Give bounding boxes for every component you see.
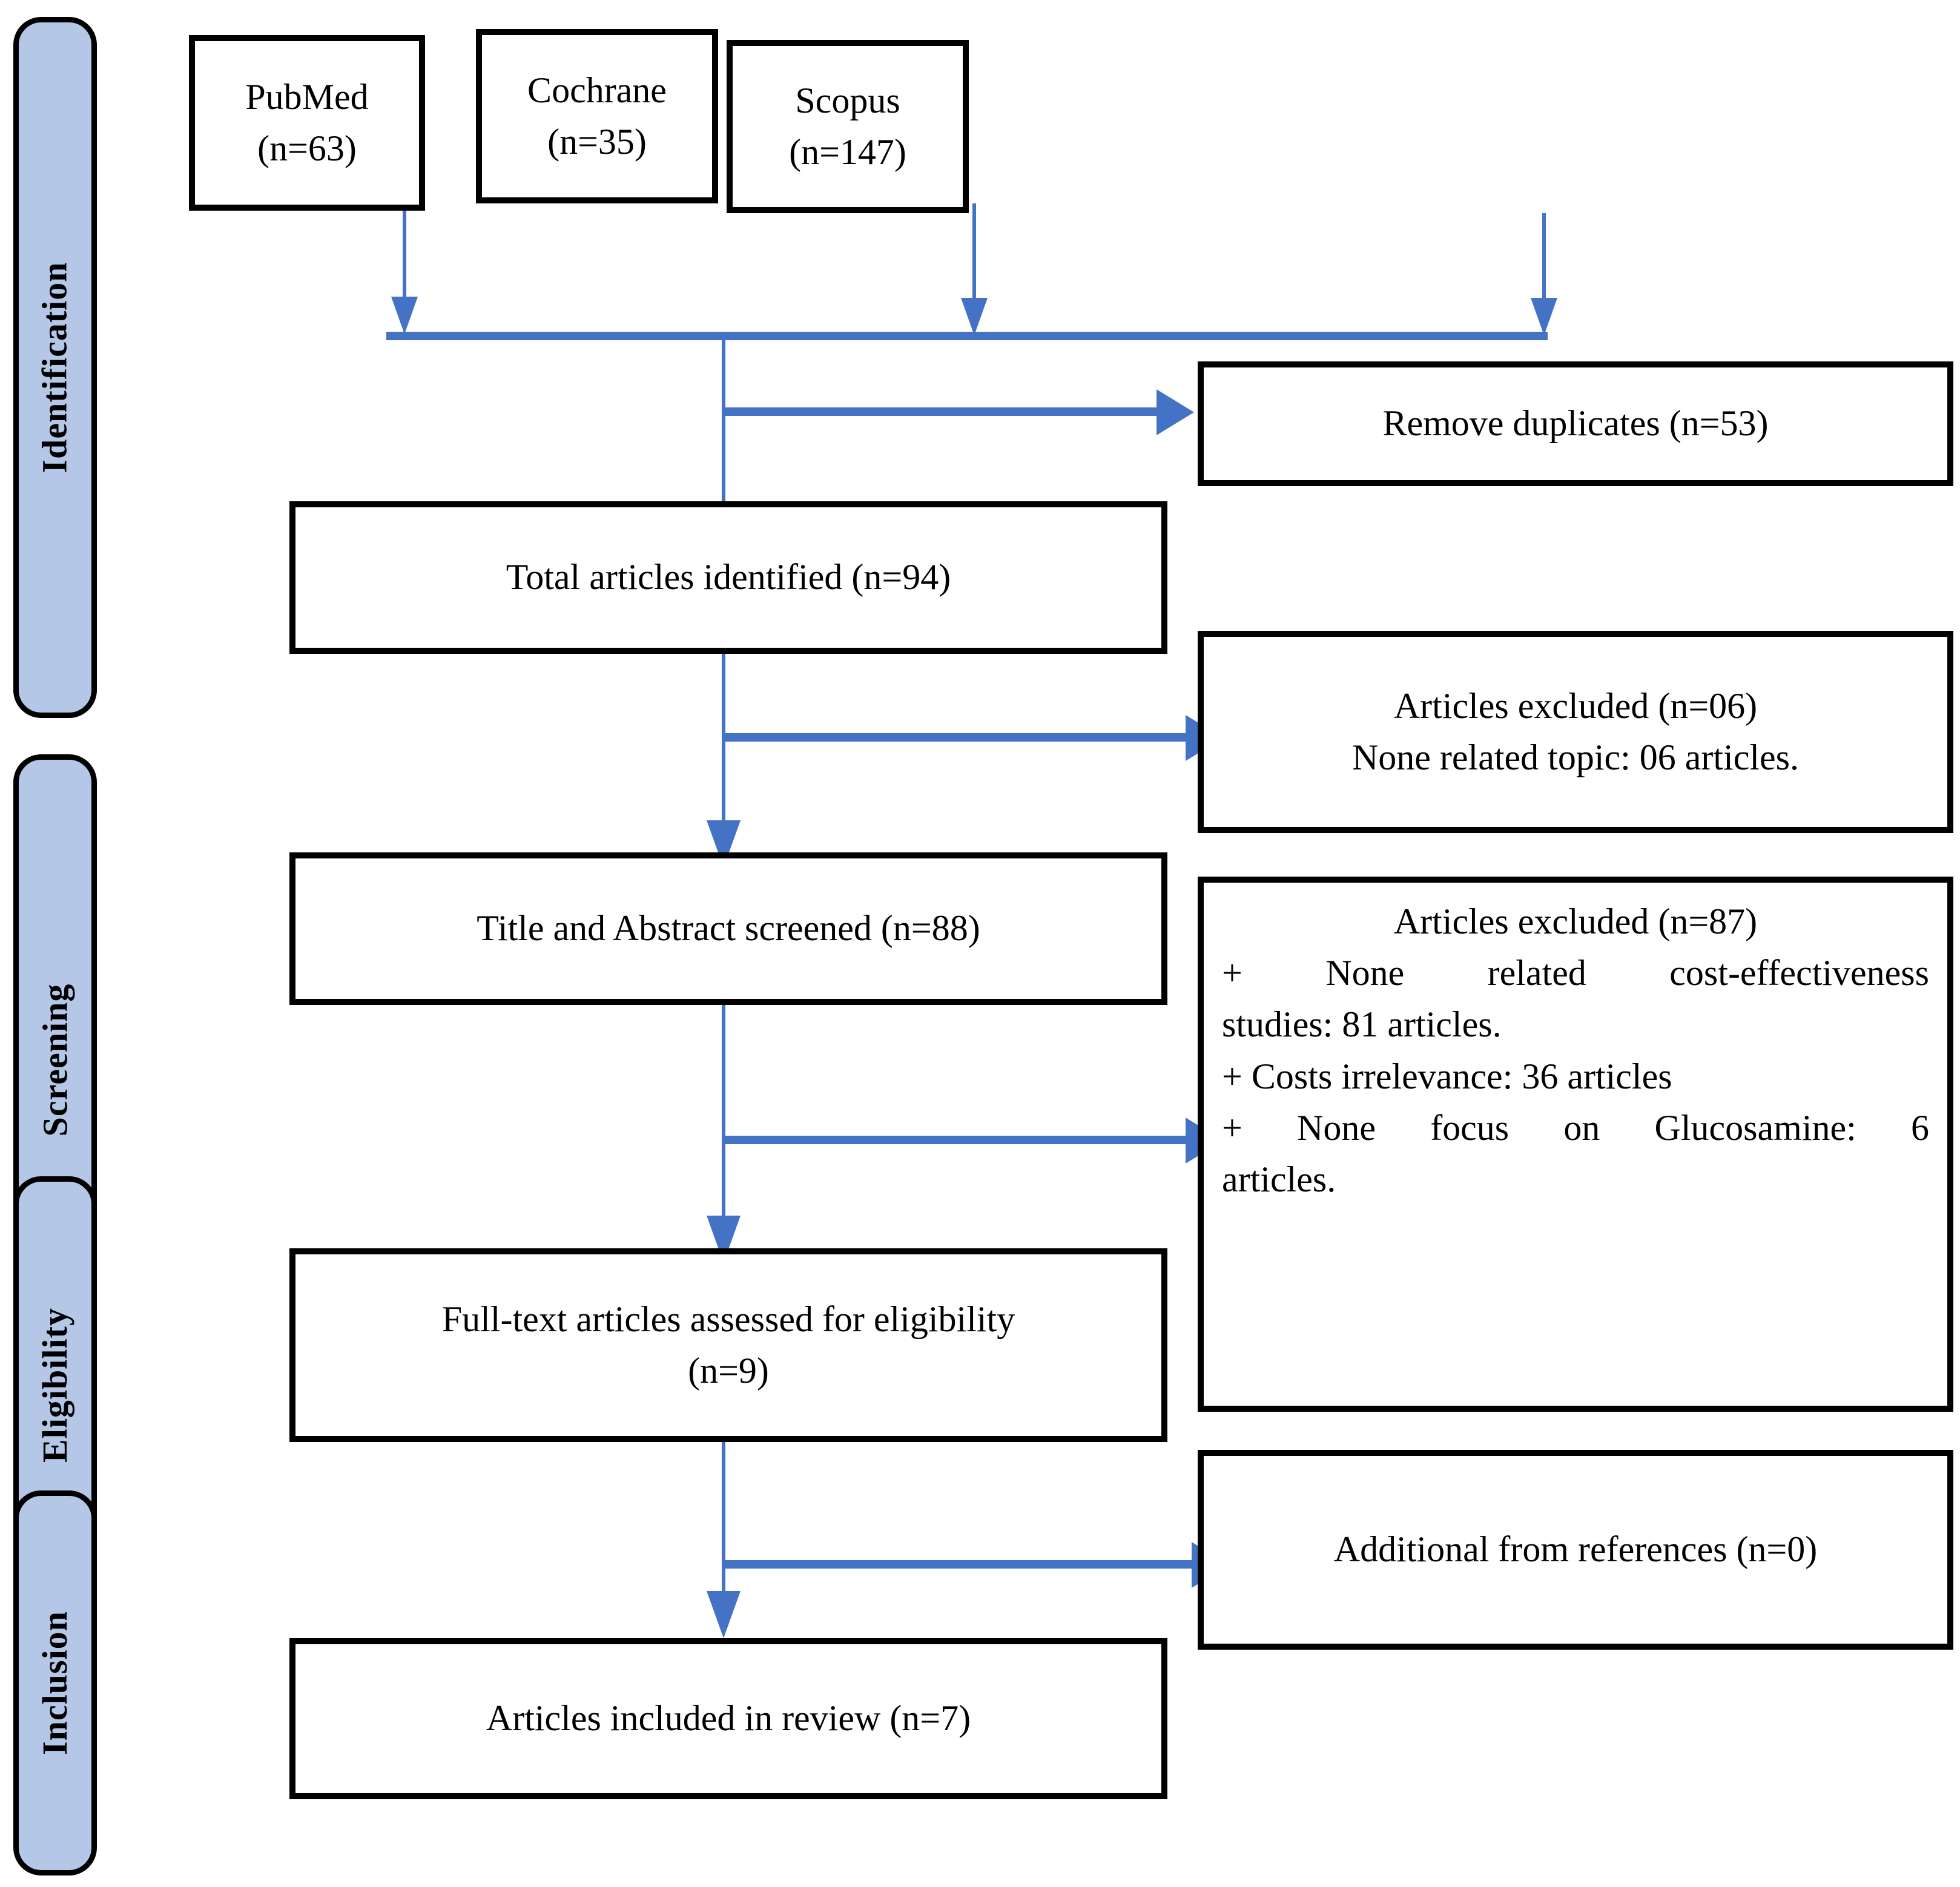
label-excluded-87-reason-2: studies: 81 articles.: [1222, 1004, 1502, 1045]
arrowhead-to-included: [707, 1591, 741, 1638]
box-articles-excluded-87: Articles excluded (n=87) + None related …: [1198, 877, 1953, 1412]
arrowhead-scopus-down: [1531, 298, 1557, 335]
phase-label-inclusion: Inclusion: [35, 1611, 75, 1755]
box-fulltext-assessed: Full-text articles assessed for eligibil…: [289, 1248, 1167, 1442]
connector-screened-to-fulltext: [722, 1005, 725, 1247]
label-articles-included: Articles included in review (n=7): [486, 1698, 971, 1739]
phase-label-screening: Screening: [35, 983, 74, 1137]
label-excluded-87-reason-4: + None focus on Glucosamine: 6: [1222, 1107, 1929, 1148]
connector-sources-collector-bar: [386, 332, 1548, 340]
phase-label-identification: Identification: [35, 262, 74, 473]
connector-identified-to-screened: [722, 654, 725, 854]
label-total-identified: Total articles identified (n=94): [506, 557, 951, 598]
label-excluded-06-reason: None related topic: 06 articles.: [1351, 737, 1800, 777]
box-additional-from-references: Additional from references (n=0): [1198, 1450, 1953, 1650]
connector-cochrane-down: [972, 203, 976, 304]
box-title-abstract-screened: Title and Abstract screened (n=88): [289, 852, 1167, 1005]
connector-to-remove-duplicates: [722, 407, 1159, 416]
box-total-identified: Total articles identified (n=94): [289, 501, 1167, 654]
label-additional-from-references: Additional from references (n=0): [1333, 1529, 1818, 1570]
label-fulltext-line1: Full-text articles assessed for eligibil…: [441, 1299, 1015, 1339]
connector-to-additional-refs: [722, 1560, 1194, 1569]
connector-to-excluded-87: [722, 1136, 1188, 1144]
connector-to-excluded-06: [722, 733, 1188, 742]
connector-fulltext-to-included: [722, 1442, 725, 1624]
source-label-scopus: Scopus (n=147): [789, 80, 906, 172]
label-excluded-87-heading: Articles excluded (n=87): [1393, 901, 1758, 941]
label-excluded-87-reason-5: articles.: [1222, 1159, 1336, 1199]
source-label-pubmed: PubMed (n=63): [245, 76, 369, 168]
source-box-cochrane: Cochrane (n=35): [476, 29, 718, 203]
source-box-scopus: Scopus (n=147): [727, 40, 969, 213]
arrowhead-to-remove-duplicates: [1157, 389, 1194, 435]
label-fulltext-line2: (n=9): [688, 1351, 769, 1391]
connector-scopus-down: [1542, 213, 1546, 304]
phase-label-eligibility: Eligibility: [35, 1308, 75, 1463]
label-excluded-87-reason-1: + None related cost-effectiveness: [1222, 953, 1929, 993]
box-remove-duplicates: Remove duplicates (n=53): [1198, 361, 1953, 486]
box-articles-included: Articles included in review (n=7): [289, 1638, 1167, 1799]
box-articles-excluded-06: Articles excluded (n=06) None related to…: [1198, 631, 1953, 833]
label-title-abstract-screened: Title and Abstract screened (n=88): [477, 908, 980, 949]
label-remove-duplicates: Remove duplicates (n=53): [1382, 403, 1769, 444]
label-excluded-87-reason-3: + Costs irrelevance: 36 articles: [1222, 1056, 1672, 1096]
arrowhead-pubmed-down: [391, 297, 418, 334]
label-excluded-06-heading: Articles excluded (n=06): [1393, 685, 1758, 726]
phase-pill-inclusion: Inclusion: [13, 1490, 97, 1875]
connector-pubmed-down: [403, 211, 406, 303]
source-label-cochrane: Cochrane (n=35): [527, 70, 667, 162]
connector-identified-spine: [722, 332, 725, 550]
source-box-pubmed: PubMed (n=63): [189, 35, 425, 211]
phase-pill-identification: Identification: [13, 17, 97, 718]
arrowhead-cochrane-down: [961, 298, 988, 335]
